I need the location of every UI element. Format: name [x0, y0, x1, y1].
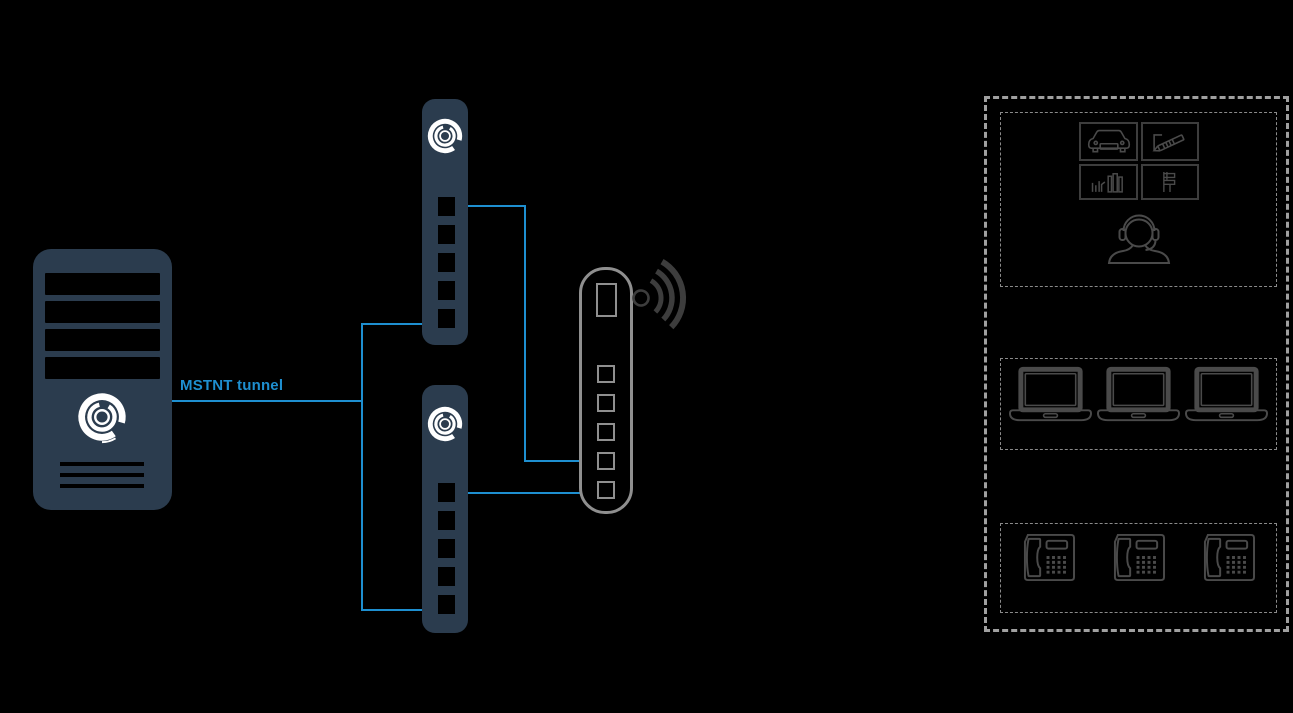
- connection-line-trunk-to-appliance-top: [361, 323, 423, 325]
- laptop-icon: [1008, 366, 1093, 422]
- media-panel: [1079, 164, 1138, 200]
- laptop-icon: [1184, 366, 1269, 422]
- swirl-logo-icon: [427, 406, 463, 442]
- media-panel: [1079, 122, 1138, 161]
- swirl-logo-icon: [78, 393, 126, 444]
- endpoints-outer-box: [984, 96, 1289, 632]
- wireless-router: [579, 267, 633, 514]
- wifi-signal-icon: [632, 259, 687, 330]
- laptop-icon: [1096, 366, 1181, 422]
- router-uplink-port: [596, 283, 617, 317]
- port: [438, 539, 455, 558]
- car-icon: [1087, 129, 1130, 152]
- drive-bay: [45, 329, 160, 351]
- port: [438, 309, 455, 328]
- vent-line: [60, 462, 144, 466]
- connection-line-trunk-vertical: [361, 323, 363, 611]
- connection-line-appliance-bottom-to-router: [467, 492, 581, 494]
- tunnel-label: MSTNT tunnel: [180, 377, 284, 394]
- appliance-top: [422, 99, 468, 345]
- port-group: [438, 197, 455, 337]
- swirl-logo-icon: [427, 118, 463, 154]
- pen-icon: [1152, 133, 1185, 152]
- connection-line-server-trunk: [172, 400, 362, 402]
- server-tower: [33, 249, 172, 510]
- drive-bay: [45, 357, 160, 379]
- vent-line: [60, 484, 144, 488]
- port: [438, 567, 455, 586]
- port: [438, 483, 455, 502]
- media-panel: [1141, 164, 1199, 200]
- connection-line-trunk-to-appliance-bottom: [361, 609, 423, 611]
- vent-line: [60, 473, 144, 477]
- router-port: [597, 481, 615, 499]
- connection-line-appliance-top-vertical: [524, 205, 526, 462]
- media-icon-grid: [1079, 122, 1199, 200]
- port: [438, 225, 455, 244]
- media-group-box: [1000, 112, 1277, 287]
- drive-bay: [45, 273, 160, 295]
- appliance-bottom: [422, 385, 468, 633]
- checklist-icon: [1163, 172, 1176, 192]
- laptop-group-box: [1000, 358, 1277, 450]
- support-agent-headset-icon: [1107, 214, 1171, 264]
- phone-group-box: [1000, 523, 1277, 613]
- port-group: [438, 483, 455, 623]
- router-port: [597, 394, 615, 412]
- router-port: [597, 365, 615, 383]
- desk-phone-icon: [1113, 533, 1165, 582]
- books-icon: [1091, 173, 1123, 193]
- drive-bay-group: [45, 273, 160, 385]
- drive-bay: [45, 301, 160, 323]
- router-port: [597, 423, 615, 441]
- router-port: [597, 452, 615, 470]
- router-port-group: [597, 365, 615, 499]
- desk-phone-icon: [1203, 533, 1255, 582]
- port: [438, 281, 455, 300]
- media-panel: [1141, 122, 1199, 161]
- connection-line-appliance-top-to-router: [524, 460, 581, 462]
- desk-phone-icon: [1023, 533, 1075, 582]
- port: [438, 595, 455, 614]
- connection-line-appliance-top-out: [467, 205, 526, 207]
- vent-group: [60, 462, 144, 495]
- port: [438, 511, 455, 530]
- port: [438, 197, 455, 216]
- port: [438, 253, 455, 272]
